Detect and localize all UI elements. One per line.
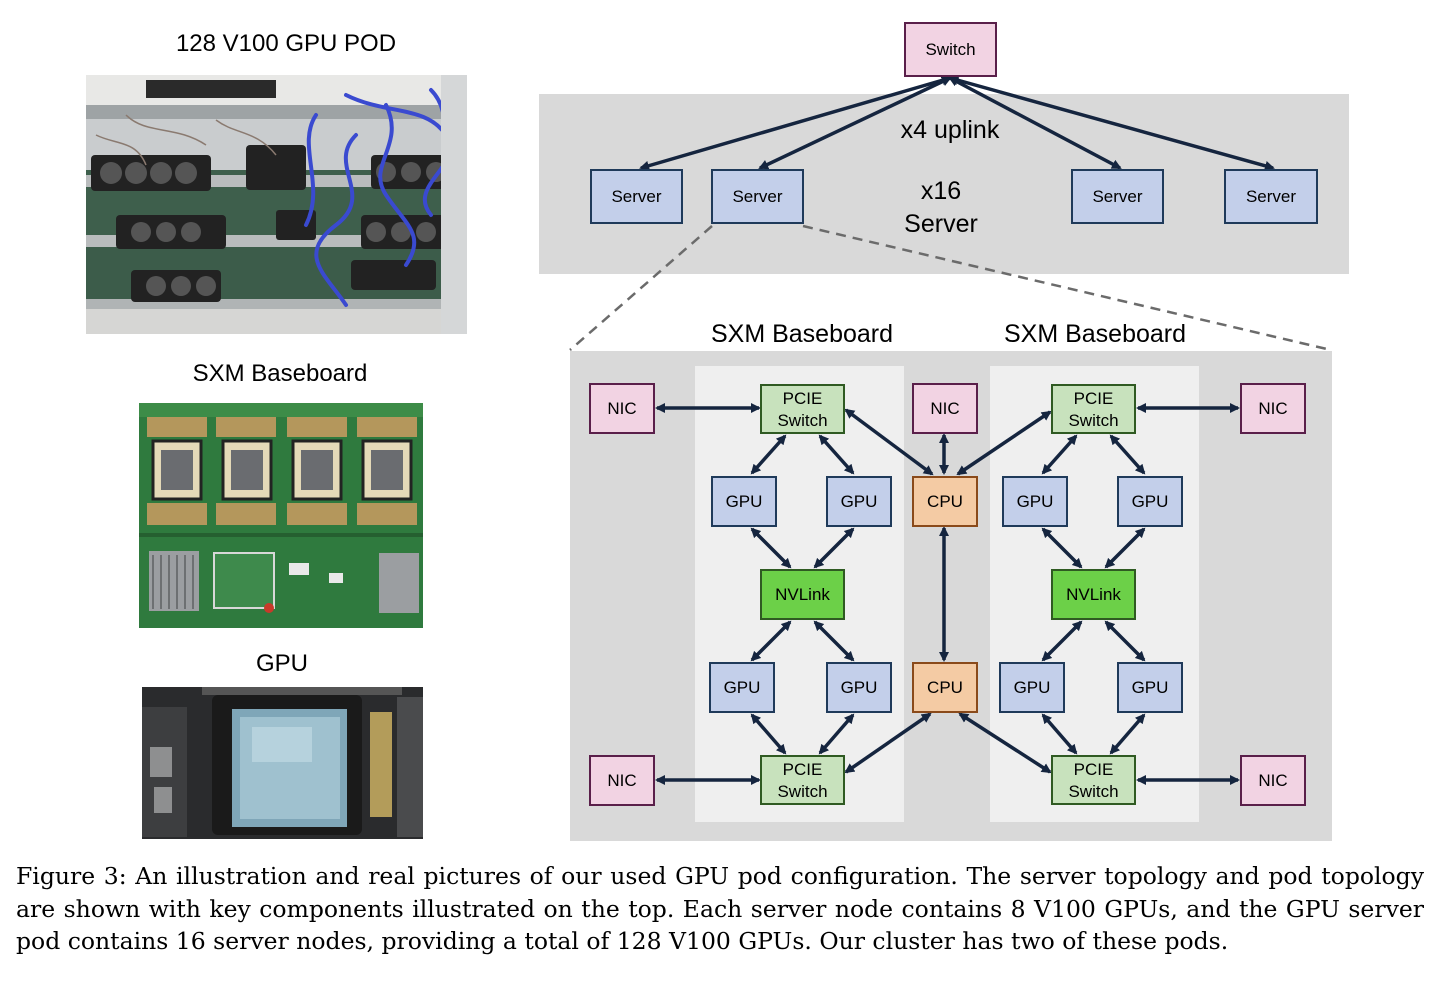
gpu-photo (142, 687, 423, 839)
gpu-5: GPU (1002, 476, 1068, 527)
pcie-switch-top-left: PCIE Switch (760, 384, 845, 434)
gpu-4: GPU (826, 662, 892, 713)
server-node-3: Server (1071, 169, 1164, 224)
server-count-label: x16 (921, 177, 961, 205)
pcie-switch-bottom-left: PCIE Switch (760, 755, 845, 805)
server-node-1: Server (590, 169, 683, 224)
nvlink-right: NVLink (1051, 569, 1136, 620)
cpu-label: CPU (927, 492, 963, 511)
gpu-label: GPU (841, 678, 878, 697)
gpu-label: GPU (1017, 492, 1054, 511)
baseboard-photo-title: SXM Baseboard (192, 360, 368, 387)
nic-label: NIC (607, 771, 636, 790)
uplink-label: x4 uplink (901, 116, 1000, 144)
pcie-label-2: Switch (1068, 411, 1118, 430)
gpu-label: GPU (841, 492, 878, 511)
server-node-arrows (655, 403, 1240, 785)
pcie-label: PCIE (783, 389, 823, 408)
switch-label: Switch (925, 40, 975, 59)
uplink-arrows (639, 75, 1275, 171)
nvlink-label: NVLink (775, 585, 830, 604)
baseboard-photo (139, 403, 423, 628)
server-label: Server (732, 187, 782, 206)
pcie-label-2: Switch (777, 411, 827, 430)
nic-bottom-left: NIC (589, 755, 655, 806)
figure-caption: Figure 3: An illustration and real pictu… (16, 862, 1424, 955)
nic-top-right: NIC (1240, 383, 1306, 434)
pcie-label: PCIE (1074, 389, 1114, 408)
gpu-label: GPU (1132, 678, 1169, 697)
gpu-2: GPU (826, 476, 892, 527)
pod-photo-title: 128 V100 GPU POD (175, 30, 397, 57)
cpu-top: CPU (912, 476, 978, 527)
gpu-7: GPU (999, 662, 1065, 713)
server-node-2: Server (711, 169, 804, 224)
pcie-label: PCIE (1074, 760, 1114, 779)
pcie-label: PCIE (783, 760, 823, 779)
nic-label: NIC (607, 399, 636, 418)
gpu-label: GPU (726, 492, 763, 511)
gpu-6: GPU (1117, 476, 1183, 527)
gpu-label: GPU (724, 678, 761, 697)
server-node-4: Server (1224, 169, 1318, 224)
server-label: Server (1246, 187, 1296, 206)
nvlink-label: NVLink (1066, 585, 1121, 604)
server-count-label-2: Server (904, 210, 978, 238)
baseboard-title-right: SXM Baseboard (1004, 320, 1186, 348)
gpu-photo-title: GPU (255, 650, 308, 677)
nvlink-left: NVLink (760, 569, 845, 620)
zoom-line-right (802, 224, 1332, 352)
cpu-bottom: CPU (912, 662, 978, 713)
nic-top-center: NIC (912, 383, 978, 434)
pod-photo (86, 75, 467, 334)
gpu-3: GPU (709, 662, 775, 713)
server-label: Server (1092, 187, 1142, 206)
zoom-line-left (569, 225, 713, 351)
gpu-label: GPU (1132, 492, 1169, 511)
gpu-label: GPU (1014, 678, 1051, 697)
gpu-1: GPU (711, 476, 777, 527)
baseboard-title-left: SXM Baseboard (711, 320, 893, 348)
pcie-switch-top-right: PCIE Switch (1051, 384, 1136, 434)
nic-label: NIC (1258, 399, 1287, 418)
gpu-8: GPU (1117, 662, 1183, 713)
pcie-switch-bottom-right: PCIE Switch (1051, 755, 1136, 805)
topology-diagram: Switch x4 uplink x16 Server Server Serve… (539, 22, 1349, 841)
server-label: Server (611, 187, 661, 206)
pcie-label-2: Switch (1068, 782, 1118, 801)
nic-top-left: NIC (589, 383, 655, 434)
nic-bottom-right: NIC (1240, 755, 1306, 806)
pcie-label-2: Switch (777, 782, 827, 801)
cpu-label: CPU (927, 678, 963, 697)
nic-label: NIC (1258, 771, 1287, 790)
switch-node: Switch (904, 22, 997, 77)
nic-label: NIC (930, 399, 959, 418)
